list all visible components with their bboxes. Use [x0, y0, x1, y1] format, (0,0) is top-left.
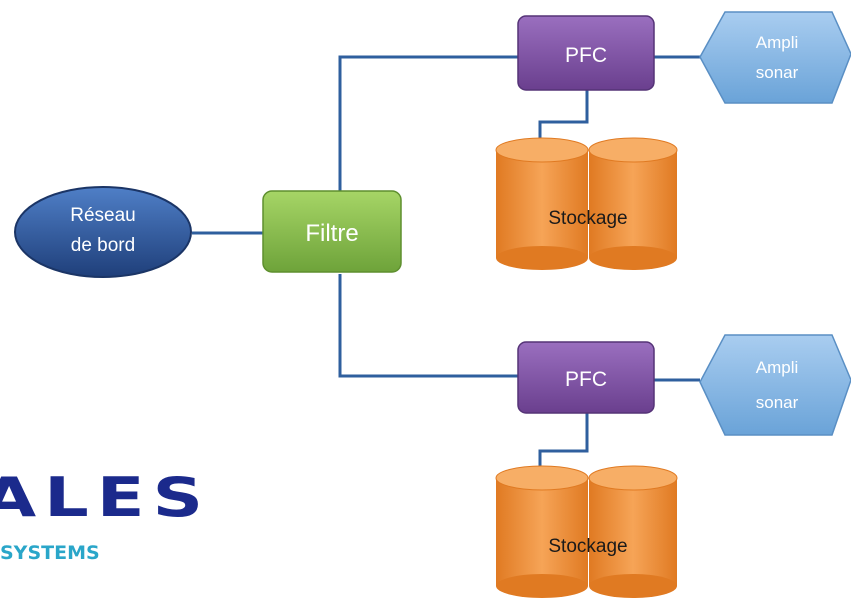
cylinder-top-left [495, 137, 589, 270]
ampli-bottom-label-line2: sonar [756, 393, 799, 412]
ampli-top-label-line1: Ampli [756, 33, 799, 52]
stockage-bottom-node: Stockage [495, 465, 678, 598]
ampli-sonar-top-node: Ampli sonar [699, 11, 851, 104]
company-logo-wordmark: ALES [0, 465, 212, 530]
ampli-sonar-bottom-node: Ampli sonar [699, 334, 851, 436]
cylinder-top-right [588, 137, 678, 270]
connector-pfc-stockage-top [538, 90, 589, 145]
stockage-bottom-label: Stockage [548, 536, 627, 557]
stockage-top-label: Stockage [548, 208, 627, 229]
stockage-top-node: Stockage [495, 137, 678, 270]
reseau-de-bord-node: Réseau de bord [14, 186, 192, 278]
ampli-top-label-line2: sonar [756, 63, 799, 82]
connector-filtre-pfc-top [338, 55, 518, 192]
filtre-label: Filtre [305, 220, 358, 247]
reseau-label-line2: de bord [71, 235, 135, 256]
pfc-top-node: PFC [517, 15, 655, 91]
pfc-top-label: PFC [565, 44, 607, 67]
filtre-node: Filtre [262, 190, 402, 273]
connector-filtre-pfc-bottom [338, 274, 518, 378]
cylinder-bottom-right [588, 465, 678, 598]
cylinder-bottom-left [495, 465, 589, 598]
company-logo-subtitle: SYSTEMS [0, 542, 100, 564]
connector-pfc-stockage-bottom [538, 413, 589, 472]
pfc-bottom-node: PFC [517, 341, 655, 414]
connectors [192, 55, 700, 472]
ampli-bottom-label-line1: Ampli [756, 358, 799, 377]
pfc-bottom-label: PFC [565, 368, 607, 391]
reseau-label-line1: Réseau [70, 205, 136, 226]
